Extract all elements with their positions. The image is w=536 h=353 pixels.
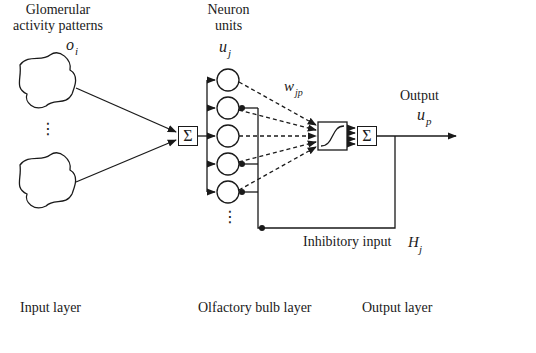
symbol: o xyxy=(66,36,74,54)
symbol: H xyxy=(408,234,419,251)
input-arrow xyxy=(76,88,176,132)
symbol: u xyxy=(219,38,227,56)
neuron-unit xyxy=(217,69,239,203)
output-arrow xyxy=(377,135,456,136)
inhibitory-label: Inhibitory input xyxy=(303,234,391,250)
sigmoid-box xyxy=(318,122,347,150)
inhibitory-wire xyxy=(258,108,395,228)
sigmoid-output-arrow xyxy=(347,128,355,144)
ellipsis: ⋮ xyxy=(40,120,56,138)
subscript: i xyxy=(75,45,78,58)
bus-stub xyxy=(207,80,215,192)
subscript: j xyxy=(228,47,231,60)
sum-symbol: Σ xyxy=(183,128,192,144)
subscript: jp xyxy=(295,87,303,99)
sigmoid-curve xyxy=(321,126,344,146)
symbol: u xyxy=(417,106,425,124)
bus-wire xyxy=(198,135,207,136)
subscript: j xyxy=(419,243,422,256)
layer-heading: Neuron units xyxy=(201,2,256,34)
inhibitory-dot xyxy=(239,105,265,231)
sum-symbol: Σ xyxy=(362,128,371,144)
layer-heading: Glomerular activity patterns xyxy=(8,2,108,34)
weight-symbol: w xyxy=(284,78,294,95)
sum-box: Σ xyxy=(178,126,198,146)
layer-label: Input layer xyxy=(20,300,81,316)
glomerulus-pattern xyxy=(19,153,75,208)
glomerulus-pattern xyxy=(19,53,75,108)
subscript: p xyxy=(426,115,432,128)
layer-label: Output layer xyxy=(362,300,432,316)
sum-box: Σ xyxy=(357,126,377,146)
ellipsis: ⋮ xyxy=(222,208,238,226)
weight-connection xyxy=(239,82,316,190)
layer-label: Olfactory bulb layer xyxy=(198,300,312,316)
input-arrow xyxy=(76,140,176,182)
output-label: Output xyxy=(400,88,439,104)
